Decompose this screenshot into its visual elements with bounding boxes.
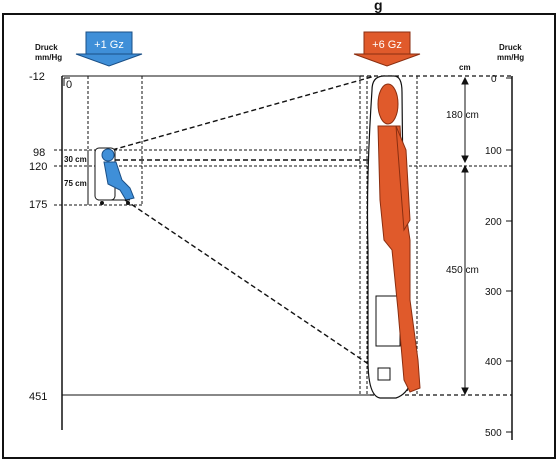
right-tick-500: 500	[485, 428, 502, 439]
right-tick-100: 100	[485, 146, 502, 157]
diagram-border	[2, 13, 556, 459]
standing-dimension-450	[461, 164, 469, 396]
title-fragment: g	[374, 0, 383, 13]
right-tick-300: 300	[485, 287, 502, 298]
gz-left-label: +1 Gz	[94, 39, 124, 51]
right-tick-200: 200	[485, 217, 502, 228]
right-axis-unit: mm/Hg	[497, 53, 524, 62]
standing-dim-lower: 450 cm	[446, 265, 479, 276]
right-tick-0: 0	[491, 74, 497, 85]
left-axis-unit: mm/Hg	[35, 53, 62, 62]
left-tick-98: 98	[33, 147, 45, 159]
standing-region-box	[359, 76, 418, 395]
seated-dim-upper: 30 cm	[64, 155, 87, 164]
right-axis-heading: Druck	[499, 43, 522, 52]
perspective-lines	[104, 75, 411, 393]
left-tick-451: 451	[29, 391, 47, 403]
right-tick-400: 400	[485, 357, 502, 368]
gz-right-arrow-icon: +6 Gz	[353, 31, 421, 67]
standing-dim-upper: 180 cm	[446, 110, 479, 121]
cm-unit-label: cm	[459, 63, 471, 72]
left-tick-120: 120	[29, 161, 47, 173]
standing-pilot-icon	[366, 75, 421, 399]
right-axis-ticks	[506, 77, 512, 433]
left-zero-label: 0	[66, 79, 72, 91]
left-axis-heading: Druck	[35, 43, 58, 52]
left-tick-175: 175	[29, 199, 47, 211]
gz-left-arrow-icon: +1 Gz	[75, 31, 143, 67]
seated-pilot-icon	[94, 147, 135, 205]
seated-dim-lower: 75 cm	[64, 179, 87, 188]
standing-dimension-180	[461, 76, 469, 164]
left-tick-minus12: -12	[29, 71, 45, 83]
gz-right-label: +6 Gz	[372, 39, 402, 51]
